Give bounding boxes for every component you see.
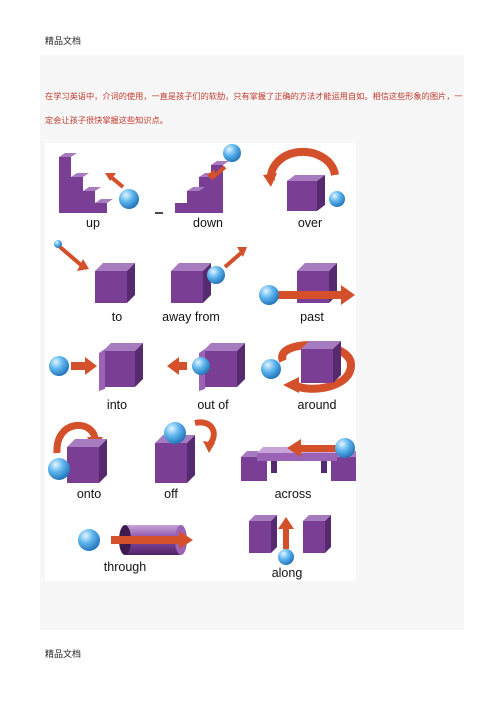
- label-off: off: [164, 487, 178, 501]
- over-illustration: [263, 147, 345, 211]
- along-illustration: [249, 515, 331, 565]
- label-over: over: [298, 216, 322, 230]
- label-onto: onto: [77, 487, 101, 501]
- past-illustration: [259, 263, 355, 305]
- label-to: to: [112, 310, 122, 324]
- label-across: across: [275, 487, 312, 501]
- label-up: up: [86, 216, 100, 230]
- label-around: around: [298, 398, 337, 412]
- label-away-from: away from: [162, 310, 220, 324]
- label-through: through: [104, 560, 146, 574]
- out-of-illustration: [167, 343, 245, 391]
- page-header: 精品文档: [45, 37, 82, 47]
- label-along: along: [272, 566, 303, 580]
- intro-paragraph: 在学习英语中，介词的使用，一直是孩子们的软肋，只有掌握了正确的方法才能运用自如。…: [45, 91, 463, 125]
- label-past: past: [300, 310, 324, 324]
- label-out-of: out of: [197, 398, 229, 412]
- label-down: down: [193, 216, 223, 230]
- to-illustration: [54, 240, 135, 303]
- prepositions-illustration: up down over to away from past: [45, 143, 356, 581]
- label-into: into: [107, 398, 127, 412]
- page-footer: 精品文档: [45, 650, 82, 660]
- across-illustration: [241, 438, 356, 481]
- around-illustration: [261, 341, 356, 393]
- onto-illustration: [48, 421, 107, 483]
- down-illustration: [155, 144, 241, 214]
- away-from-illustration: [171, 247, 247, 303]
- up-illustration: [59, 153, 139, 213]
- through-illustration: [78, 525, 193, 555]
- into-illustration: [49, 343, 143, 391]
- off-illustration: [155, 419, 217, 483]
